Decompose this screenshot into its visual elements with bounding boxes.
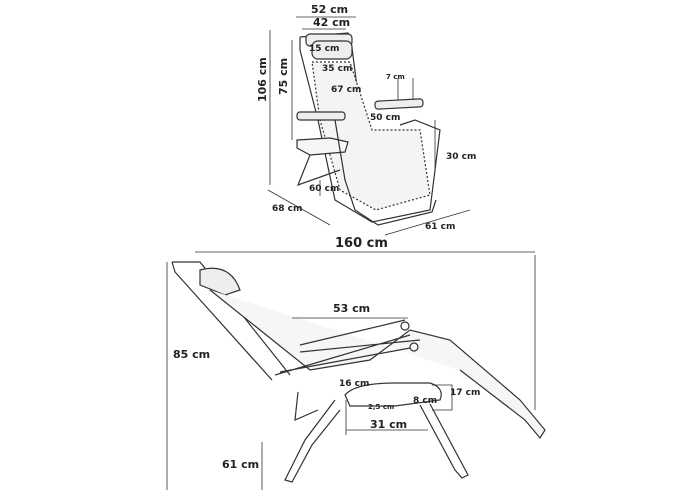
label-armrest-width: 7 cm bbox=[386, 73, 405, 81]
side-view-chair bbox=[166, 251, 546, 490]
label-reclined-length: 160 cm bbox=[335, 236, 388, 251]
label-backrest-height: 75 cm bbox=[277, 57, 290, 95]
label-tray-height: 17 cm bbox=[450, 388, 481, 398]
label-reclined-height: 85 cm bbox=[173, 348, 211, 361]
label-slot-width: 2,5 cm bbox=[368, 403, 395, 411]
label-total-width: 52 cm bbox=[311, 3, 349, 16]
label-headrest-width: 35 cm bbox=[322, 64, 353, 74]
label-seat-depth: 50 cm bbox=[370, 113, 401, 123]
label-headrest-height: 15 cm bbox=[309, 44, 340, 54]
label-base-length: 61 cm bbox=[425, 222, 456, 232]
label-armrest-to-seat: 30 cm bbox=[446, 152, 477, 162]
label-cup-hole: 8 cm bbox=[413, 396, 438, 406]
label-seat-diagonal: 67 cm bbox=[331, 85, 362, 95]
front-view-chair bbox=[267, 16, 471, 236]
label-inner-width: 42 cm bbox=[313, 16, 351, 29]
label-frame-width: 60 cm bbox=[309, 184, 340, 194]
label-seat-height: 61 cm bbox=[222, 458, 260, 471]
label-armrest-length: 53 cm bbox=[333, 302, 371, 315]
label-total-height: 106 cm bbox=[256, 57, 269, 102]
label-slot-length: 16 cm bbox=[339, 379, 370, 389]
label-depth: 68 cm bbox=[272, 204, 303, 214]
label-tray-width: 31 cm bbox=[370, 418, 408, 431]
